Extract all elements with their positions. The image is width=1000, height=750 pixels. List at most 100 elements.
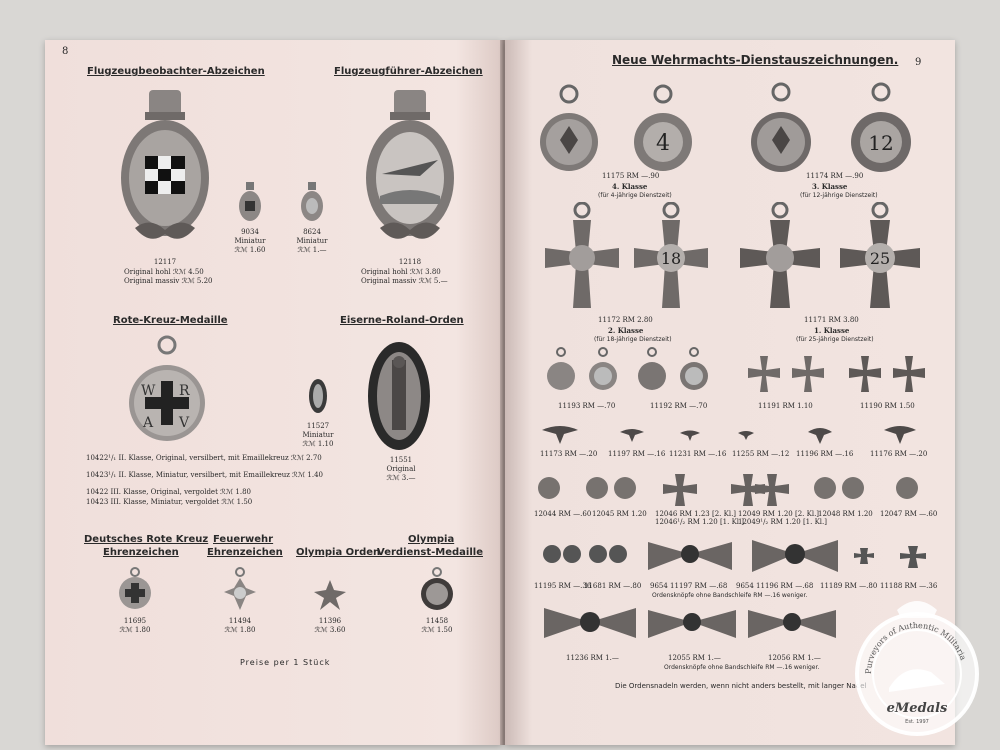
mini-crosses-18-year bbox=[744, 346, 826, 394]
red-cross-medal-title: Rote-Kreuz-Medaille bbox=[113, 315, 228, 326]
roland-mini-label: Miniatur bbox=[302, 431, 334, 439]
observer-mini-number: 9034 bbox=[241, 228, 259, 236]
svg-text:A: A bbox=[142, 415, 154, 431]
medal-4-klasse: 4. Klasse bbox=[612, 182, 648, 191]
olympia-medal-price: ℛℳ 1.50 bbox=[421, 626, 453, 634]
roland-miniature-image bbox=[308, 378, 328, 414]
svg-text:V: V bbox=[178, 415, 190, 431]
button-11188-price: 11188 RM —.36 bbox=[880, 582, 938, 590]
medal-12-numeral: 12 bbox=[868, 131, 893, 155]
drk-badge-image bbox=[117, 566, 153, 612]
left-footer-prices: Preise per 1 Stück bbox=[240, 658, 331, 667]
pilot-price-hohl: Original hohl ℛℳ 3.80 bbox=[361, 268, 441, 276]
button-11195-price: 11195 RM —.36 bbox=[534, 582, 592, 590]
olympia-order-image bbox=[312, 576, 348, 616]
roland-order-image bbox=[366, 340, 432, 452]
olympia-medal-title-line1: Olympia bbox=[408, 534, 455, 545]
medal-12-price: 11174 RM —.90 bbox=[806, 172, 864, 180]
bow-row-bottom bbox=[540, 598, 860, 648]
pilot-price-massiv: Original massiv ℛℳ 5.— bbox=[361, 277, 448, 285]
red-cross-row-4: 10423 III. Klasse, Miniatur, vergoldet ℛ… bbox=[86, 498, 253, 506]
roland-price: ℛℳ 3.— bbox=[386, 474, 416, 482]
watermark-est: Est. 1997 bbox=[905, 719, 929, 725]
cross-25-year-reverse: 25 bbox=[838, 202, 922, 314]
emedals-watermark-logo: Purveyors of Authentic Militaria eMedals… bbox=[845, 592, 990, 742]
cross-18-note: (für 18-jährige Dienstzeit) bbox=[594, 336, 672, 343]
pilot-mini-label: Miniatur bbox=[296, 237, 328, 245]
medal-4-year-obverse bbox=[538, 84, 600, 174]
red-cross-row-3: 10422 III. Klasse, Original, vergoldet ℛ… bbox=[86, 488, 251, 496]
olympia-order-title: Olympia Orden bbox=[296, 547, 381, 558]
drk-title-line2: Ehrenzeichen bbox=[103, 547, 179, 558]
cross-18-price: 11172 RM 2.80 bbox=[598, 316, 653, 324]
pin-11231-price: 11231 RM —.16 bbox=[669, 450, 727, 458]
feuerwehr-title-line2: Ehrenzeichen bbox=[207, 547, 283, 558]
medal-12-klasse: 3. Klasse bbox=[812, 182, 848, 191]
observer-badge-title: Flugzeugbeobachter-Abzeichen bbox=[87, 66, 265, 77]
pin-11197-price: 11197 RM —.16 bbox=[608, 450, 666, 458]
roland-number: 11551 bbox=[389, 456, 413, 464]
mini-12-price: 11192 RM —.70 bbox=[650, 402, 708, 410]
medal-4-year-reverse: 4 bbox=[632, 84, 694, 174]
mini-4-price: 11193 RM —.70 bbox=[558, 402, 616, 410]
medal-4-numeral: 4 bbox=[656, 131, 670, 156]
roland-mini-number: 11527 bbox=[306, 422, 330, 430]
feuerwehr-number: 11494 bbox=[228, 617, 252, 625]
roland-order-title: Eiserne-Roland-Orden bbox=[340, 315, 464, 326]
pin-11196-price: 11196 RM —.16 bbox=[796, 450, 854, 458]
cross-18-klasse: 2. Klasse bbox=[608, 326, 644, 335]
button-11681-price: 11681 RM —.80 bbox=[584, 582, 642, 590]
mini-medals-4-year bbox=[545, 346, 621, 394]
medal-pin-row bbox=[535, 462, 935, 508]
left-page-number: 8 bbox=[62, 46, 69, 57]
right-footer-note: Die Ordensnadeln werden, wenn nicht ande… bbox=[615, 682, 867, 690]
pilot-miniature-image bbox=[300, 182, 324, 222]
pin-12048-price: 12048 RM 1.20 bbox=[818, 510, 873, 518]
bow-11196-price: 9654 11196 RM —.68 bbox=[736, 582, 814, 590]
medal-4-price: 11175 RM —.90 bbox=[602, 172, 660, 180]
pin-11173-price: 11173 RM —.20 bbox=[540, 450, 598, 458]
feuerwehr-price: ℛℳ 1.80 bbox=[224, 626, 256, 634]
cross-18-year-reverse: 18 bbox=[632, 202, 710, 314]
pilot-mini-price: ℛℳ 1.— bbox=[297, 246, 327, 254]
medal-12-note: (für 12-jährige Dienstzeit) bbox=[800, 192, 878, 199]
bow-buttons-row bbox=[540, 530, 940, 580]
roland-label: Original bbox=[386, 465, 416, 473]
pin-11176-price: 11176 RM —.20 bbox=[870, 450, 928, 458]
pin-12046-price: 12046 RM 1.23 [2. Kl.] bbox=[655, 510, 737, 518]
medal-12-year-obverse bbox=[750, 82, 812, 174]
cross-25-klasse: 1. Klasse bbox=[814, 326, 850, 335]
olympia-order-price: ℛℳ 3.60 bbox=[314, 626, 346, 634]
observer-number: 12117 bbox=[153, 258, 177, 266]
row7-note: Ordensknöpfe ohne Bandschleife RM —.16 w… bbox=[664, 664, 820, 671]
pilot-number: 12118 bbox=[398, 258, 422, 266]
drk-price: ℛℳ 1.80 bbox=[119, 626, 151, 634]
row6-note: Ordensknöpfe ohne Bandschleife RM —.16 w… bbox=[652, 592, 808, 599]
red-cross-medal-image: W R A V bbox=[127, 335, 207, 451]
eagle-pins-row bbox=[540, 420, 930, 448]
olympia-medal-title-line2: Verdienst-Medaille bbox=[377, 547, 483, 558]
olympia-medal-image bbox=[419, 566, 455, 612]
drk-number: 11695 bbox=[123, 617, 147, 625]
cross-25-year-obverse bbox=[738, 202, 822, 314]
mini-medals-12-year bbox=[636, 346, 712, 394]
cross-25-numeral: 25 bbox=[870, 249, 890, 268]
pin-12044-price: 12044 RM —.60 bbox=[534, 510, 592, 518]
observer-mini-price: ℛℳ 1.60 bbox=[234, 246, 266, 254]
pin-12046-half-price: 12046¹/₂ RM 1.20 [1. Kl.] bbox=[655, 518, 744, 526]
right-page-title: Neue Wehrmachts-Dienstauszeichnungen. bbox=[612, 53, 899, 67]
olympia-order-number: 11396 bbox=[318, 617, 342, 625]
olympia-medal-number: 11458 bbox=[425, 617, 449, 625]
observer-price-hohl: Original hohl ℛℳ 4.50 bbox=[124, 268, 204, 276]
red-cross-row-1: 10422¹/₁ II. Klasse, Original, versilber… bbox=[86, 454, 322, 462]
svg-text:W: W bbox=[141, 383, 156, 399]
svg-text:R: R bbox=[179, 383, 190, 399]
pin-12049-half-price: 12049¹/₂ RM 1.20 [1. Kl.] bbox=[738, 518, 827, 526]
drk-title-line1: Deutsches Rote Kreuz bbox=[84, 534, 209, 545]
cross-18-year-obverse bbox=[543, 202, 621, 314]
medal-12-year-reverse: 12 bbox=[850, 82, 912, 174]
pilot-badge-title: Flugzeugführer-Abzeichen bbox=[334, 66, 483, 77]
pin-12047-price: 12047 RM —.60 bbox=[880, 510, 938, 518]
observer-badge-image bbox=[115, 88, 215, 248]
observer-miniature-image bbox=[238, 182, 262, 222]
